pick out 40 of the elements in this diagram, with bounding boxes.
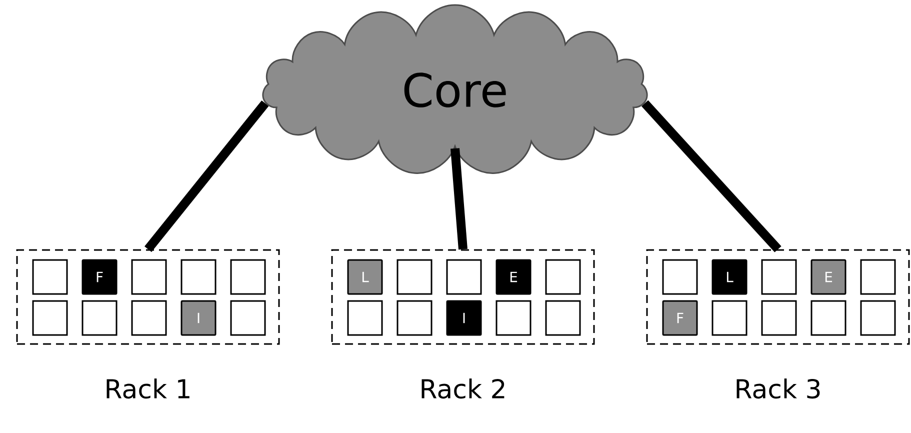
connector-line	[641, 100, 782, 252]
connector-line	[450, 148, 468, 250]
rack-box	[16, 249, 280, 345]
connector-line	[144, 100, 269, 252]
slot-box	[347, 300, 383, 336]
slot-box: E	[810, 259, 846, 295]
slot-box	[446, 259, 482, 295]
slot-box	[230, 300, 266, 336]
slot-box	[761, 259, 797, 295]
slot-box	[131, 300, 167, 336]
slot-box	[396, 300, 432, 336]
slot-box	[860, 259, 896, 295]
slot-box	[761, 300, 797, 336]
slot-box: I	[180, 300, 216, 336]
slot-box	[545, 259, 581, 295]
rack-label: Rack 1	[106, 378, 190, 399]
rack-box	[646, 249, 910, 345]
slot-box: L	[712, 259, 748, 295]
cloud: Core	[262, 4, 648, 174]
slot-box	[860, 300, 896, 336]
slot-box	[180, 259, 216, 295]
slot-box	[82, 300, 118, 336]
slot-box	[662, 259, 698, 295]
slot-box: E	[496, 259, 532, 295]
slot-box	[32, 300, 68, 336]
slot-box	[32, 259, 68, 295]
slot-box	[545, 300, 581, 336]
slot-box	[496, 300, 532, 336]
rack-label: Rack 2	[422, 378, 504, 399]
slot-box: F	[662, 300, 698, 336]
slot-box	[230, 259, 266, 295]
slot-box: F	[82, 259, 118, 295]
slot-box: L	[347, 259, 383, 295]
slot-box	[712, 300, 748, 336]
rack-label: Rack 3	[736, 378, 820, 399]
slot-box	[131, 259, 167, 295]
slot-box	[810, 300, 846, 336]
slot-box	[396, 259, 432, 295]
slot-box: I	[446, 300, 482, 336]
rack-box	[331, 249, 595, 345]
